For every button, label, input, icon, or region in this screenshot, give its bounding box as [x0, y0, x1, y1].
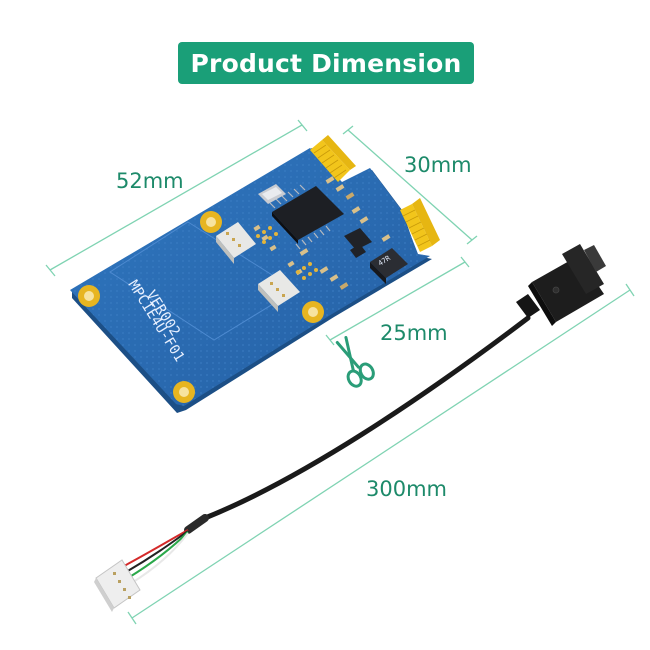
dim-line-30mm: [347, 129, 473, 241]
pin-headers: [256, 226, 318, 280]
dim-board-width: 30mm: [404, 153, 472, 177]
banner-title: Product Dimension: [190, 48, 462, 78]
inductor: 47R: [370, 248, 408, 284]
mini-pcie-board: 47R: [70, 135, 440, 413]
edge-contacts-upper: [310, 135, 356, 182]
dim-cut-length: 25mm: [380, 321, 448, 345]
usb-connector-icon: [516, 244, 606, 326]
scissors-icon: [335, 335, 375, 388]
board-connector-2: [258, 270, 300, 312]
usb-cable: [123, 315, 531, 585]
dim-line-300mm: [131, 289, 631, 619]
voltage-regulator: [344, 228, 372, 258]
dim-line-52mm: [49, 124, 303, 271]
dim-line-25mm: [329, 261, 466, 341]
dim-board-length: 52mm: [116, 169, 184, 193]
smd-components: [253, 176, 391, 290]
edge-contacts-lower: [400, 198, 440, 252]
controller-chip: [269, 184, 344, 250]
dim-cable-length: 300mm: [366, 477, 447, 501]
product-dimension-banner: Product Dimension: [178, 42, 474, 84]
board-connector-1: [216, 222, 256, 264]
crystal-oscillator: [258, 184, 286, 204]
dimension-lines: [45, 119, 635, 625]
header-connector-icon: [94, 559, 141, 612]
mounting-holes: [78, 211, 324, 403]
